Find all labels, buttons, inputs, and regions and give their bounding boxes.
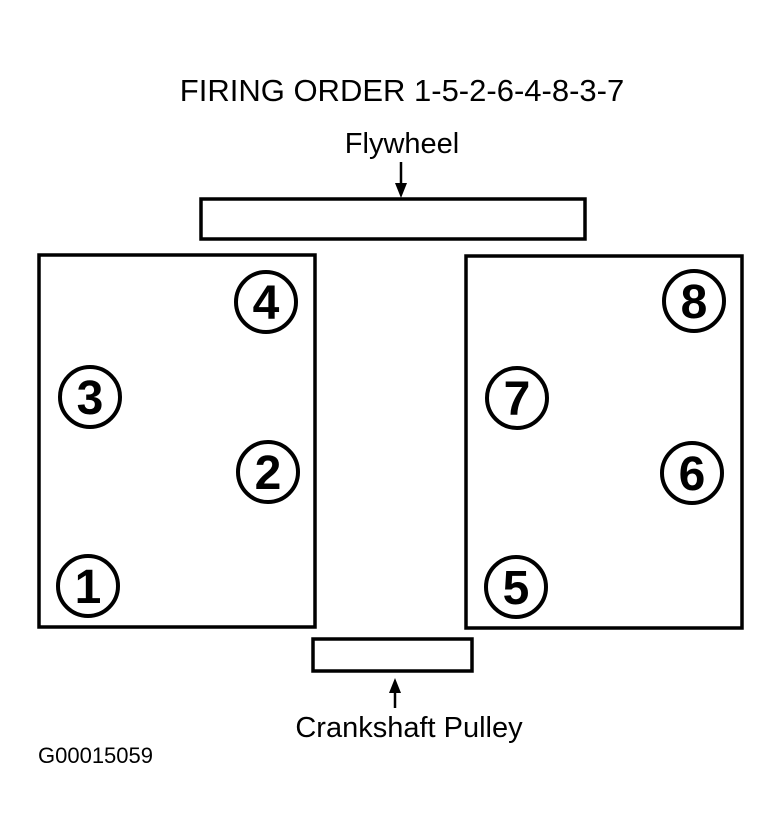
cylinder-circle: [56, 554, 120, 618]
cylinder-5: 5: [484, 555, 548, 619]
cylinder-number: 8: [681, 276, 708, 329]
cylinder-circle: [484, 555, 548, 619]
flywheel-bar: [199, 197, 587, 241]
flywheel-label: Flywheel: [345, 128, 459, 160]
cylinder-1: 1: [56, 554, 120, 618]
cylinder-number: 5: [503, 562, 530, 615]
crankshaft-pulley-label: Crankshaft Pulley: [295, 712, 523, 744]
cylinder-circle: [234, 270, 298, 334]
cylinder-circle: [485, 366, 549, 430]
crankshaft-pulley-bar: [311, 637, 474, 673]
left-cylinder-bank: [37, 253, 317, 629]
cylinder-number: 3: [77, 372, 104, 425]
pulley-arrow-head: [389, 678, 401, 693]
cylinder-number: 1: [75, 561, 102, 614]
cylinder-2: 2: [236, 440, 300, 504]
cylinder-number: 4: [253, 277, 280, 330]
flywheel-arrow-head: [395, 183, 407, 198]
cylinder-number: 6: [679, 448, 706, 501]
cylinder-6: 6: [660, 441, 724, 505]
right-cylinder-bank: [464, 254, 744, 630]
cylinder-circle: [236, 440, 300, 504]
cylinder-number: 2: [255, 447, 282, 500]
cylinder-8: 8: [662, 269, 726, 333]
diagram-title: FIRING ORDER 1-5-2-6-4-8-3-7: [180, 73, 624, 108]
cylinder-number: 7: [504, 373, 531, 426]
cylinder-circle: [58, 365, 122, 429]
cylinder-4: 4: [234, 270, 298, 334]
cylinder-circle: [660, 441, 724, 505]
cylinder-circle: [662, 269, 726, 333]
cylinder-7: 7: [485, 366, 549, 430]
cylinder-3: 3: [58, 365, 122, 429]
figure-id: G00015059: [38, 743, 153, 768]
